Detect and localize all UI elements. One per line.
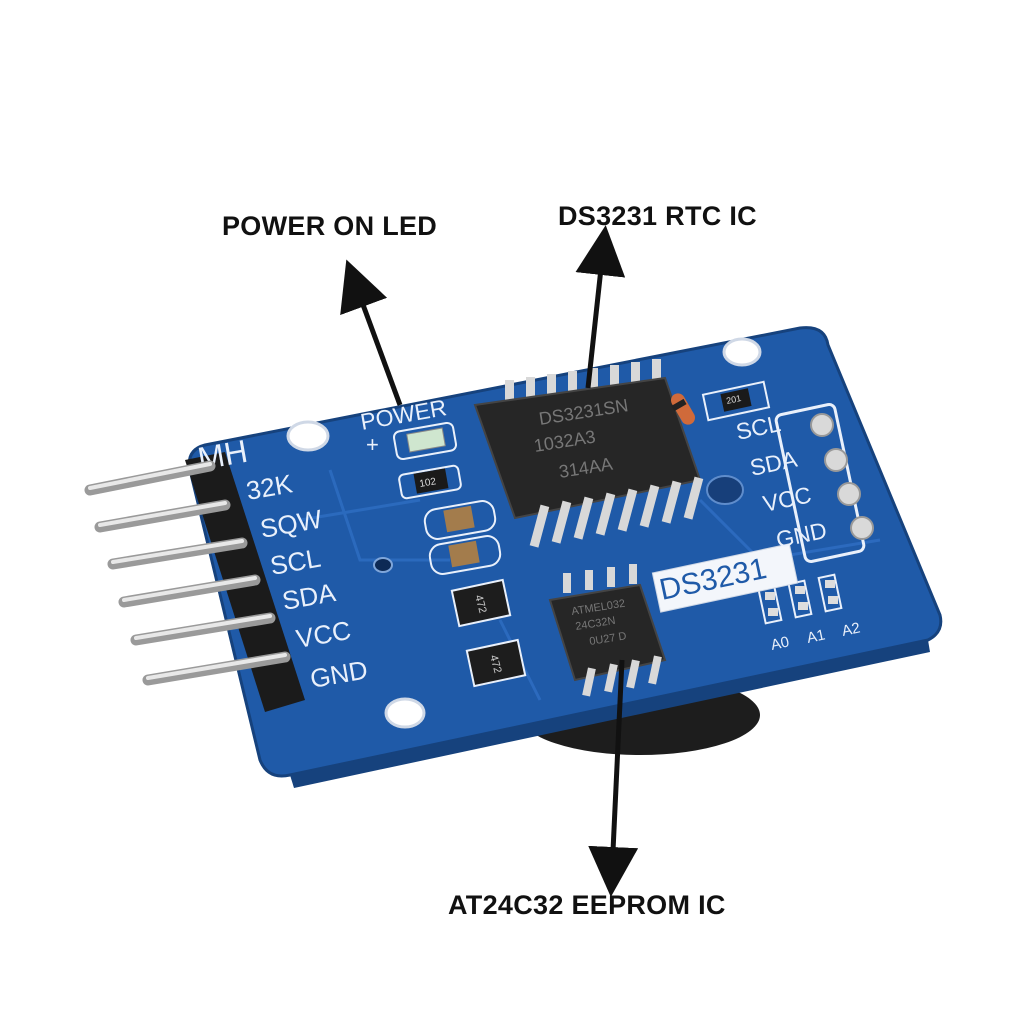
resistor-pack-1-label: 472 [472, 594, 488, 615]
eeprom-ic-arrow [588, 659, 639, 897]
rtc-leg-top-3 [547, 374, 556, 400]
right-header-pads [774, 403, 874, 563]
small-resistor [701, 380, 771, 422]
rtc-chip [473, 359, 704, 548]
rtc-leg-top-6 [610, 365, 619, 391]
resistor-packs [450, 578, 527, 688]
small-resistor-label: 201 [725, 393, 742, 406]
power-led-component [392, 421, 458, 461]
power-led-arrow [340, 259, 403, 406]
rtc-leg-bottom-6 [639, 484, 660, 528]
address-label-a2: A2 [840, 619, 861, 639]
address-label-a0: A0 [769, 633, 790, 653]
eeprom-leg-bottom-3 [626, 659, 640, 689]
capacitors [423, 500, 502, 575]
rtc-leg-bottom-4 [595, 492, 616, 536]
rtc-leg-bottom-8 [683, 476, 704, 520]
rtc-leg-top-1 [505, 380, 514, 406]
rtc-leg-top-5 [589, 368, 598, 394]
address-label-a1: A1 [805, 626, 826, 646]
diode [671, 393, 695, 425]
rtc-leg-bottom-1 [529, 504, 550, 548]
eeprom-leg-bottom-1 [582, 667, 596, 697]
mounting-holes [286, 337, 762, 729]
rtc-leg-top-4 [568, 371, 577, 397]
eeprom-leg-top-3 [607, 567, 615, 587]
rtc-leg-top-7 [631, 362, 640, 388]
header-pin-highlight-1 [88, 462, 212, 490]
rtc-leg-bottom-2 [551, 500, 572, 544]
rtc-leg-bottom-3 [573, 496, 594, 540]
rtc-leg-top-2 [526, 377, 535, 403]
header-pin-highlight-4 [122, 576, 257, 602]
power-led-callout: POWER ON LED [222, 211, 438, 241]
header-pin-highlight-5 [134, 614, 272, 640]
rtc-leg-bottom-7 [661, 480, 682, 524]
pcb-edge [290, 640, 930, 788]
eeprom-leg-bottom-2 [604, 663, 618, 693]
eeprom-chip-marking-line-3: 0U27 D [589, 630, 628, 648]
resistor-102 [398, 464, 462, 500]
eeprom-leg-top-1 [563, 573, 571, 593]
via-pad [706, 475, 744, 505]
power-plus-sign: + [366, 432, 379, 457]
resistor-pack-2-label: 472 [487, 654, 503, 675]
eeprom-leg-bottom-4 [648, 655, 662, 685]
eeprom-chip [548, 564, 667, 697]
resistor-102-label: 102 [419, 476, 438, 490]
model-label-plate [651, 543, 799, 613]
eeprom-leg-top-4 [629, 564, 637, 584]
header-pin-highlight-2 [98, 501, 227, 527]
rtc-leg-bottom-5 [617, 488, 638, 532]
eeprom-leg-top-2 [585, 570, 593, 590]
header-pin-highlight-3 [111, 539, 244, 564]
rtc-ic-callout: DS3231 RTC IC [558, 201, 757, 231]
eeprom-ic-callout: AT24C32 EEPROM IC [448, 890, 726, 920]
rtc-leg-top-8 [652, 359, 661, 385]
rtc-ic-arrow [575, 225, 626, 389]
header-pin-highlight-6 [146, 653, 287, 680]
